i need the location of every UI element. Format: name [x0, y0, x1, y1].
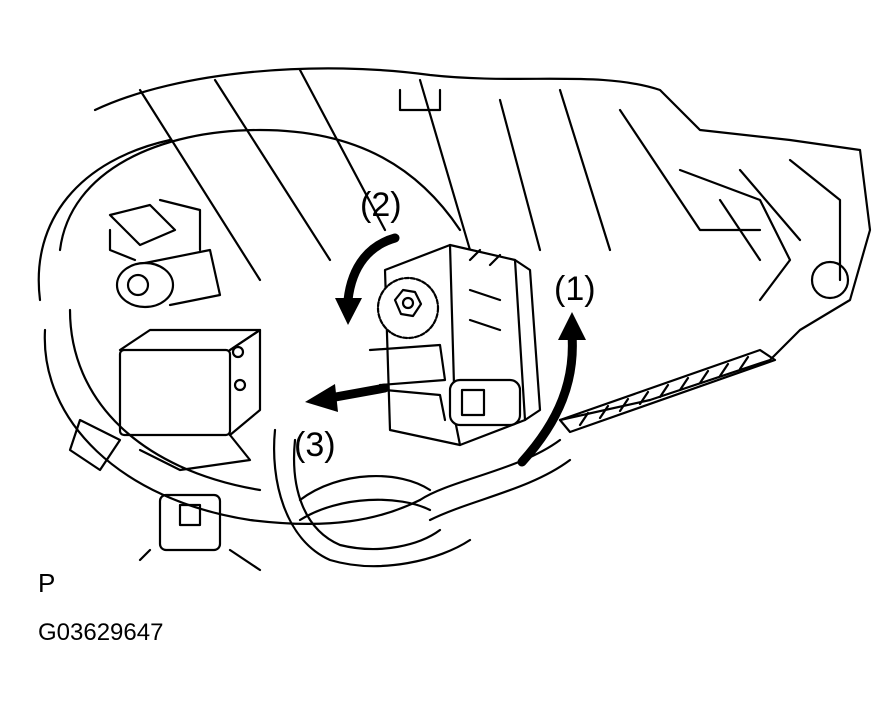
figure-code: G03629647	[38, 619, 164, 646]
step-arrows	[305, 233, 586, 467]
arrow-head-3	[305, 384, 338, 412]
view-marker: P	[38, 568, 56, 598]
arrow-head-1	[558, 312, 586, 340]
arrow-step-1	[517, 330, 577, 467]
arrow-step-3	[325, 383, 390, 403]
wire-harness	[273, 428, 572, 568]
hex-nut	[393, 288, 423, 318]
left-components	[68, 198, 262, 572]
step-1-label: (1)	[554, 270, 596, 308]
arrow-step-2	[343, 233, 400, 305]
servo-actuator	[368, 243, 542, 447]
step-3-label: (3)	[294, 426, 336, 464]
step-2-label: (2)	[360, 186, 402, 224]
arrow-head-2	[335, 298, 362, 325]
toothed-rack	[558, 348, 777, 434]
